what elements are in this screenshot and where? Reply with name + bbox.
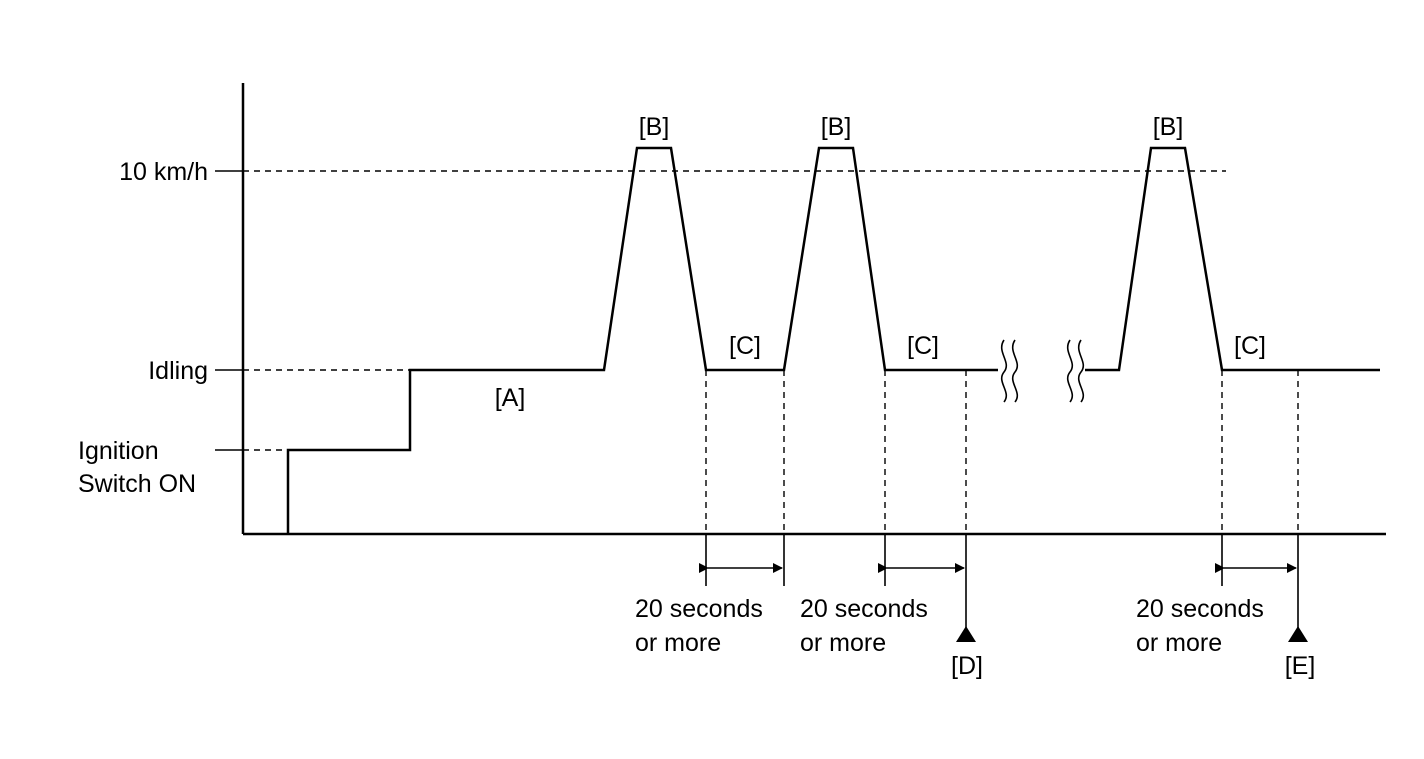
event-d-label: [D] [951, 652, 983, 680]
speed-profile-part1 [286, 146, 998, 534]
axis-break-symbol-right [1066, 339, 1085, 403]
phase-a-label: [A] [495, 384, 526, 412]
event-d-triangle [956, 626, 976, 642]
phase-b-label-3: [B] [1153, 113, 1184, 141]
phase-b-label-1: [B] [639, 113, 670, 141]
ignition-level-label-line2: Switch ON [78, 470, 196, 498]
ignition-level-label-line1: Ignition [78, 437, 159, 465]
idling-level-label: Idling [148, 357, 208, 385]
event-e-triangle [1288, 626, 1308, 642]
speed-level-label: 10 km/h [119, 158, 208, 186]
phase-c-label-1: [C] [729, 332, 761, 360]
phase-c-label-2: [C] [907, 332, 939, 360]
phase-c-label-3: [C] [1234, 332, 1266, 360]
phase-b-label-2: [B] [821, 113, 852, 141]
duration-label-2-line2: or more [800, 629, 886, 657]
duration-label-3-line2: or more [1136, 629, 1222, 657]
duration-label-1-line2: or more [635, 629, 721, 657]
duration-label-1-line1: 20 seconds [635, 595, 763, 623]
duration-label-2-line1: 20 seconds [800, 595, 928, 623]
duration-label-3-line1: 20 seconds [1136, 595, 1264, 623]
axis-break-symbol-left [1000, 339, 1019, 403]
speed-profile-part2 [1085, 146, 1380, 372]
event-e-label: [E] [1285, 652, 1316, 680]
